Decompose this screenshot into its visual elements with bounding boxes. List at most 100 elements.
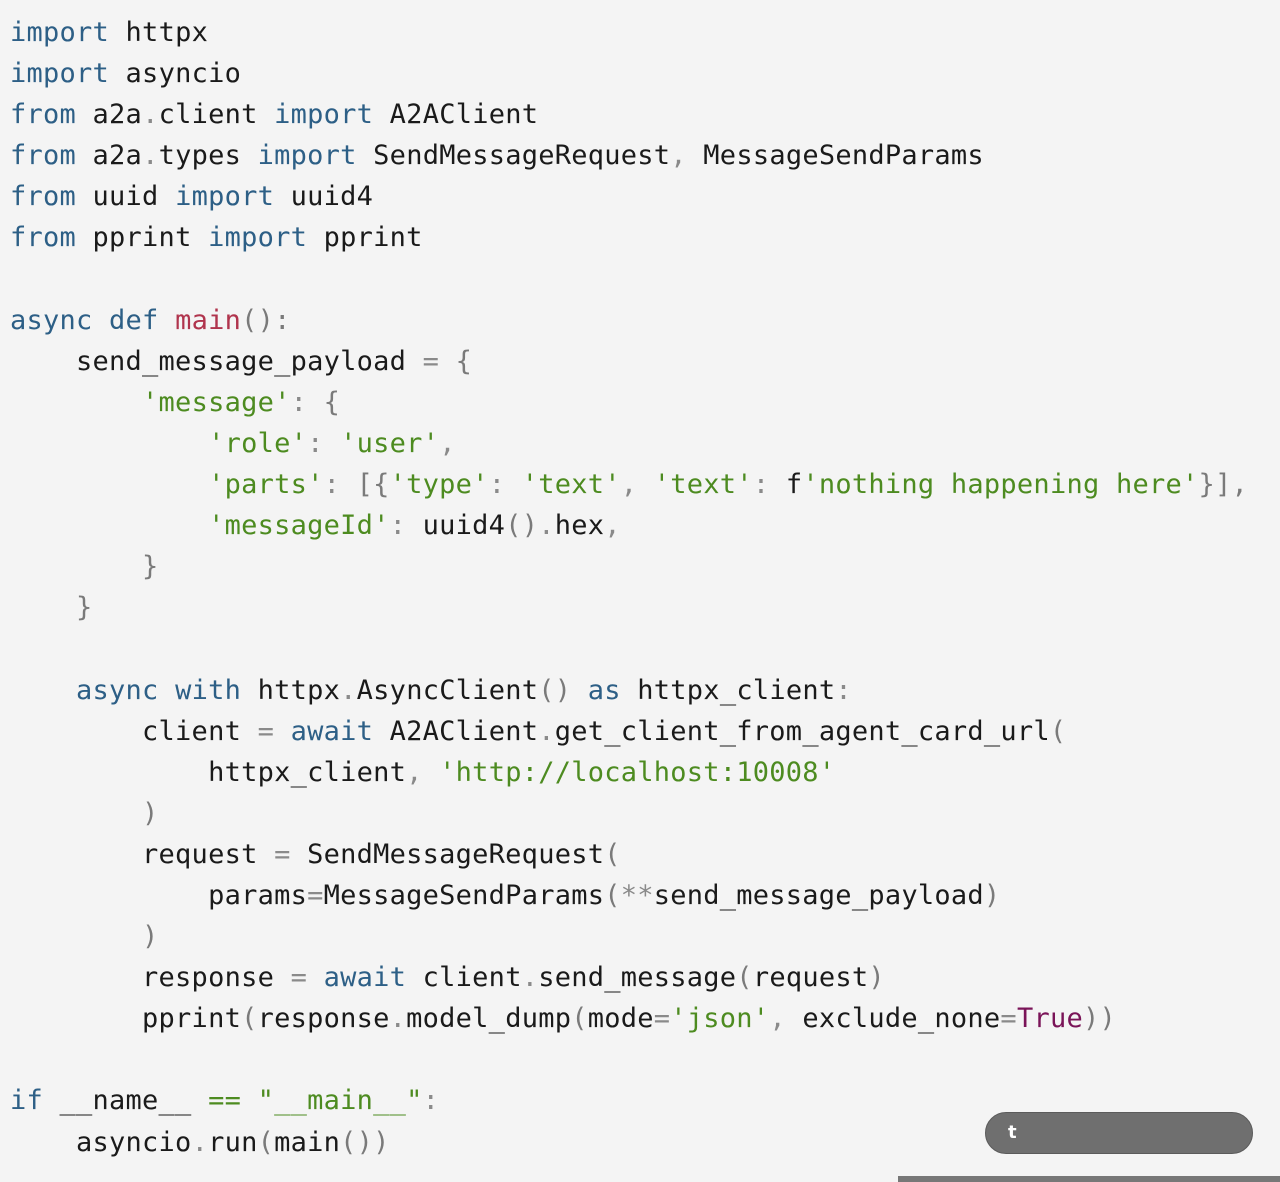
code-line <box>10 1039 1248 1080</box>
code-token: . <box>538 715 555 747</box>
code-token: model_dump <box>406 1003 572 1035</box>
code-token: } <box>76 592 93 624</box>
code-token: : <box>307 427 341 459</box>
code-token: ( <box>241 1003 258 1035</box>
code-token: httpx_client <box>10 756 407 788</box>
code-token: httpx <box>241 674 341 706</box>
code-line: } <box>10 546 1248 587</box>
code-line: 'parts': [{'type': 'text', 'text': f'not… <box>10 464 1248 505</box>
code-token: request <box>10 838 275 870</box>
code-token: request <box>752 962 869 994</box>
code-token: ()) <box>340 1126 390 1158</box>
code-token <box>439 346 456 377</box>
code-token: . <box>142 99 159 131</box>
code-line: from pprint import pprint <box>10 217 1248 258</box>
code-line: if __name__ == "__main__": <box>10 1080 1248 1121</box>
code-line: 'messageId': uuid4().hex, <box>10 505 1248 546</box>
code-token: client <box>10 715 258 747</box>
code-token: pprint <box>10 1003 242 1035</box>
code-token: = <box>290 962 308 994</box>
code-token: send_message_payload <box>653 879 984 911</box>
code-token: , <box>620 469 654 501</box>
code-token: [{ <box>356 469 390 501</box>
code-token: uuid4 <box>422 510 506 542</box>
code-token: : <box>422 1085 440 1117</box>
code-line <box>10 628 1248 669</box>
code-token <box>241 1085 258 1116</box>
code-token: MessageSendParams <box>686 140 984 172</box>
code-token: types <box>158 140 258 172</box>
code-token: = <box>653 1003 671 1035</box>
code-line: import asyncio <box>10 53 1248 94</box>
code-line: ) <box>10 916 1248 957</box>
code-token: , <box>769 1003 786 1035</box>
code-token: as <box>587 674 621 706</box>
code-token: , <box>670 140 687 172</box>
code-token <box>10 469 208 500</box>
code-token: ( <box>1049 715 1067 747</box>
code-token <box>10 551 142 582</box>
code-token: asyncio <box>10 1126 192 1158</box>
code-token: asyncio <box>109 58 242 90</box>
code-token: ( <box>257 1126 275 1158</box>
code-token: )) <box>1082 1003 1116 1035</box>
code-token: uuid4 <box>274 181 374 213</box>
code-token: if <box>10 1085 44 1117</box>
code-token: ) <box>983 879 1001 911</box>
code-token: ) <box>142 797 159 829</box>
code-token: from <box>10 140 77 172</box>
code-token: 'text' <box>521 469 621 501</box>
code-token: 'json' <box>670 1003 770 1035</box>
code-token: __name__ <box>43 1085 209 1117</box>
code-line: httpx_client, 'http://localhost:10008' <box>10 752 1248 793</box>
code-token: = <box>257 715 275 747</box>
code-token <box>10 921 142 952</box>
code-token: uuid <box>76 181 176 213</box>
code-line: from uuid import uuid4 <box>10 176 1248 217</box>
code-token: import <box>274 99 374 131</box>
toast-notification[interactable]: t <box>985 1112 1253 1154</box>
code-token: { <box>323 386 341 418</box>
code-token: 'message' <box>142 386 291 418</box>
code-token: : <box>323 469 357 501</box>
code-token: A2AClient <box>373 715 539 747</box>
horizontal-scrollbar[interactable] <box>898 1176 1280 1182</box>
code-token: { <box>455 345 473 377</box>
code-line: async with httpx.AsyncClient() as httpx_… <box>10 670 1248 711</box>
code-token: : <box>389 510 423 542</box>
code-token: SendMessageRequest <box>290 838 605 870</box>
code-token: async <box>10 304 93 336</box>
code-token: mode <box>587 1003 654 1035</box>
code-token: from <box>10 99 77 131</box>
code-token: main <box>274 1126 341 1158</box>
code-line: from a2a.client import A2AClient <box>10 94 1248 135</box>
code-token: import <box>208 222 308 254</box>
code-token: ( <box>604 879 621 911</box>
code-line: params=MessageSendParams(**send_message_… <box>10 875 1248 916</box>
code-token: = <box>274 838 291 870</box>
code-token: send_message_payload <box>10 345 423 377</box>
code-line: request = SendMessageRequest( <box>10 834 1248 875</box>
code-line: ) <box>10 793 1248 834</box>
code-token: import <box>10 17 110 48</box>
code-token: . <box>191 1126 209 1158</box>
code-line: 'role': 'user', <box>10 423 1248 464</box>
code-line: from a2a.types import SendMessageRequest… <box>10 135 1248 176</box>
code-token <box>93 305 110 336</box>
code-token: 'user' <box>340 427 440 459</box>
code-token: response <box>10 962 291 994</box>
code-token: } <box>142 551 159 583</box>
code-token: ( <box>571 1003 588 1035</box>
code-token: = <box>307 879 324 911</box>
code-token: 'nothing happening here' <box>802 469 1199 501</box>
code-line: response = await client.send_message(req… <box>10 957 1248 998</box>
code-line <box>10 259 1248 300</box>
code-token: pprint <box>76 222 209 254</box>
code-line: } <box>10 587 1248 628</box>
code-token: AsyncClient <box>356 674 539 706</box>
code-token: import <box>257 140 357 172</box>
code-token: MessageSendParams <box>323 879 605 911</box>
code-line: import httpx <box>10 12 1248 53</box>
code-token <box>10 798 142 829</box>
code-line: asyncio.run(main()) <box>10 1122 1248 1163</box>
